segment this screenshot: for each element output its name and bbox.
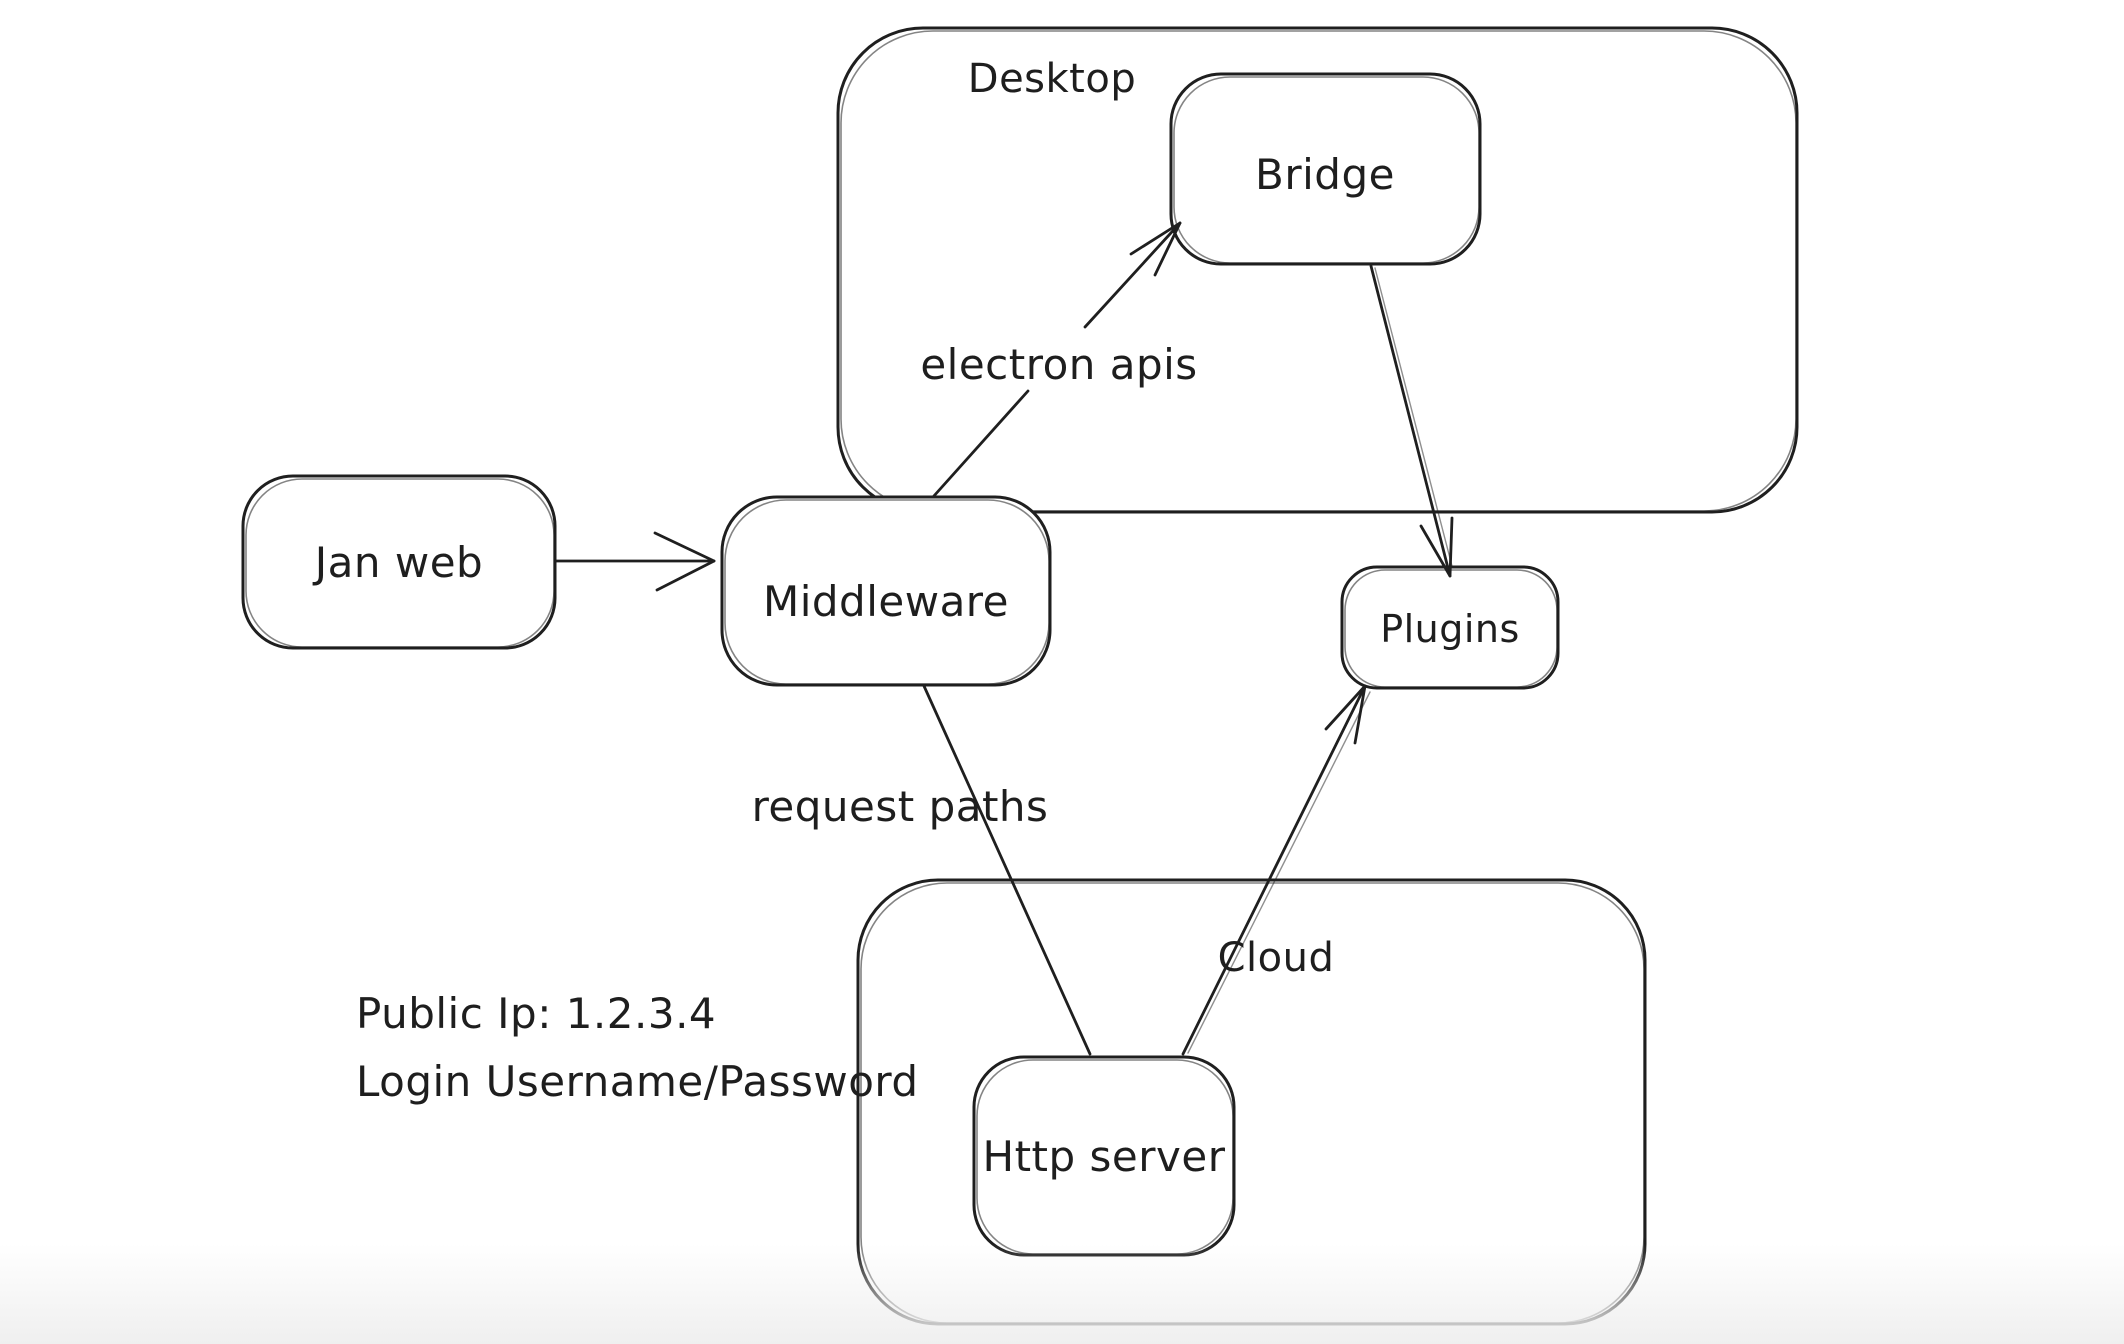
desktop-container-label: Desktop	[968, 56, 1136, 102]
jan-web-node-border-sketch	[245, 478, 555, 648]
bridge-node-border	[1169, 72, 1482, 266]
edge-middleware-to-bridge-segment-upper	[1083, 221, 1182, 329]
edge-bridge-to-plugins-shaft-sketch	[1374, 267, 1453, 567]
middleware-node	[720, 495, 1052, 687]
jan-web-node	[241, 474, 557, 650]
edge-http-server-to-plugins	[1181, 684, 1371, 1056]
plugins-node	[1340, 565, 1560, 690]
edge-middleware-to-bridge-segment-lower	[931, 389, 1030, 499]
edge-http-server-to-plugins-arrowhead	[1324, 684, 1367, 745]
edge-http-server-to-plugins-shaft-sketch	[1187, 691, 1371, 1054]
edge-label-electron-apis: electron apis	[920, 340, 1197, 389]
edge-jan-web-to-middleware-arrowhead	[653, 531, 716, 592]
edge-middleware-to-bridge	[931, 221, 1182, 499]
edge-middleware-to-http-server	[922, 684, 1092, 1056]
desktop-container	[836, 26, 1799, 514]
middleware-label: Middleware	[763, 577, 1009, 626]
jan-web-node-border	[241, 474, 557, 650]
edge-http-server-to-plugins-shaft	[1181, 684, 1367, 1056]
bridge-label: Bridge	[1255, 150, 1395, 199]
edge-jan-web-to-middleware	[554, 531, 716, 592]
middleware-node-border-sketch	[724, 499, 1050, 685]
desktop-container-border	[836, 26, 1799, 514]
edge-bridge-to-plugins-shaft	[1369, 264, 1452, 578]
jan-web-label: Jan web	[312, 538, 483, 587]
bridge-node-border-sketch	[1173, 76, 1480, 264]
cloud-container-label: Cloud	[1218, 935, 1335, 981]
edge-middleware-to-bridge-arrowhead	[1129, 221, 1182, 277]
plugins-label: Plugins	[1380, 607, 1520, 651]
middleware-node-border	[720, 495, 1052, 687]
edge-label-request-paths: request paths	[752, 782, 1049, 831]
http-server-node	[972, 1055, 1236, 1257]
annotation-login: Login Username/Password	[356, 1057, 919, 1106]
edge-middleware-to-http-server-shaft	[922, 684, 1092, 1056]
desktop-container-border-sketch	[840, 30, 1797, 512]
http-server-label: Http server	[983, 1132, 1226, 1181]
edge-bridge-to-plugins	[1369, 264, 1454, 578]
annotation-public-ip: Public Ip: 1.2.3.4	[356, 989, 716, 1038]
edge-bridge-to-plugins-arrowhead	[1419, 516, 1454, 578]
bridge-node	[1169, 72, 1482, 266]
